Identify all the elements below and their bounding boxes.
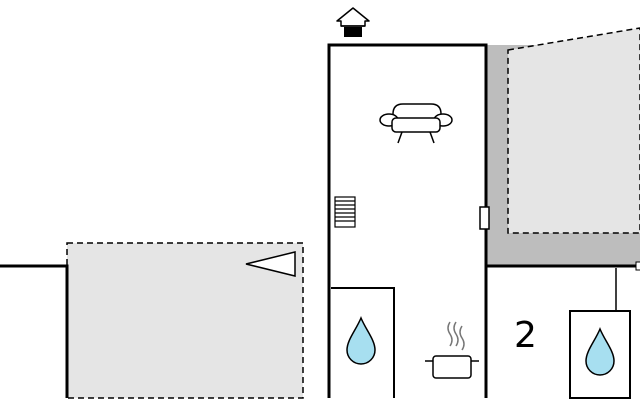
bathroom-left (331, 287, 395, 398)
sofa-icon (379, 103, 453, 144)
door-marker-icon (479, 206, 490, 230)
cooking-pot-icon (425, 321, 479, 379)
compass-arrow-icon (245, 251, 296, 277)
water-drop-icon (585, 327, 615, 376)
room-label: 2 (514, 315, 537, 356)
water-drop-icon (346, 316, 376, 365)
roof-overhang (486, 27, 640, 265)
bedroom-2: 2 (486, 264, 640, 356)
right-edge-marker (635, 261, 640, 271)
stairs-icon (334, 196, 356, 228)
left-annex (0, 264, 69, 398)
house-entrance-icon (336, 7, 370, 37)
